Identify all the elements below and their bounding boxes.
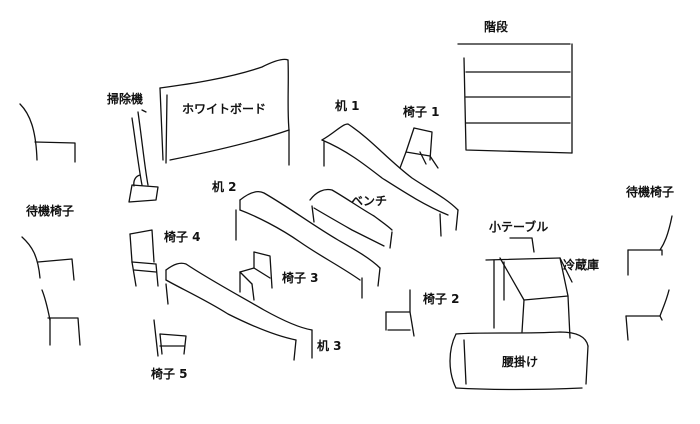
chair-5-label: 椅子 5 [151,367,188,381]
chair-1-label: 椅子 1 [403,105,440,119]
vacuum-label: 掃除機 [107,92,144,106]
desk-2-label: 机 2 [212,180,237,194]
refrigerator-drawing [499,257,573,339]
bench-label: ベンチ [351,194,388,208]
chair-2-label: 椅子 2 [423,292,460,306]
waiting-chair-left-label: 待機椅子 [26,204,75,218]
stairs-drawing [457,43,573,154]
chair-3-drawing [239,251,273,301]
small-table-label: 小テーブル [489,220,549,234]
desk-1-label: 机 1 [335,99,360,113]
whiteboard-label: ホワイトボード [182,102,267,116]
waiting-chairs-left-drawing [19,103,81,346]
desk-3-label: 机 3 [317,339,342,353]
chair-4-drawing [129,229,159,287]
chair-1-drawing [399,127,439,169]
stairs-label: 階段 [484,20,509,34]
whiteboard-drawing [159,58,290,166]
refrigerator-label: 冷蔵庫 [563,258,600,272]
waiting-chairs-right-drawing [625,215,673,341]
sofa-drawing [449,331,589,391]
waiting-chair-right-label: 待機椅子 [626,185,675,199]
chair-5-drawing [153,319,187,357]
bench-drawing [309,188,393,249]
desk-3-drawing [165,262,313,361]
desk-1-drawing [321,123,459,237]
chair-3-label: 椅子 3 [282,271,319,285]
chair-4-label: 椅子 4 [164,230,201,244]
vacuum-drawing [128,109,159,203]
sofa-label: 腰掛け [502,355,539,369]
small-table-drawing [485,237,561,329]
desk-2-drawing [235,191,381,299]
chair-2-drawing [385,289,415,337]
